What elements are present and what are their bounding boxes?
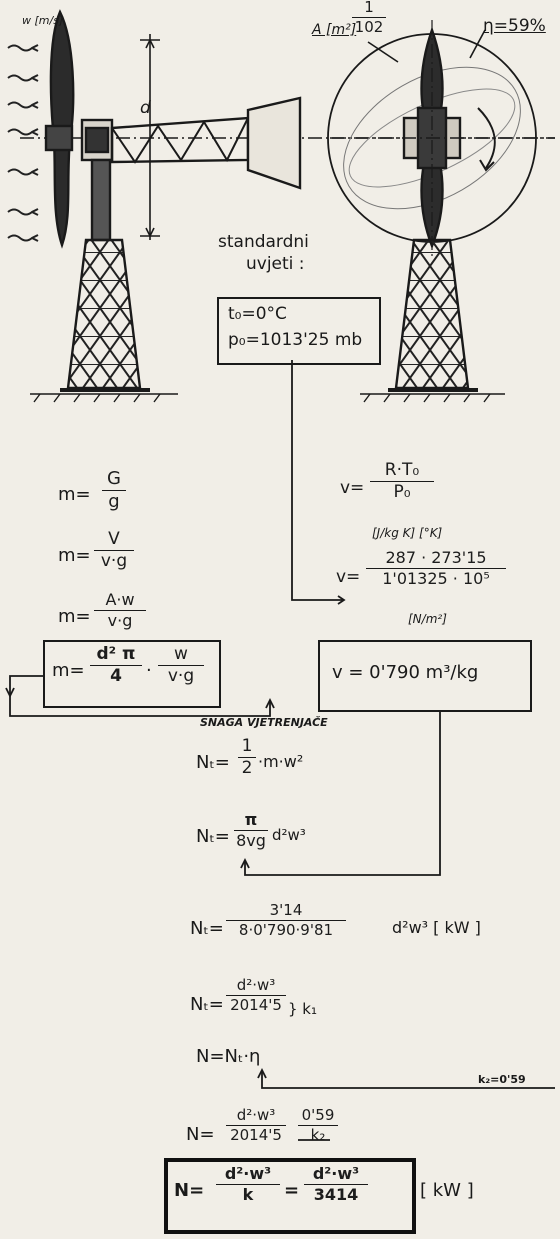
final-formula-box xyxy=(164,1158,416,1234)
standard-pressure: p₀=1013'25 mb xyxy=(228,330,363,350)
diameter-label: d xyxy=(140,98,151,118)
power-formula-4-fraction: d²·w³ 2014'5 xyxy=(226,978,286,1013)
power-formula-3-num2: 1 xyxy=(364,0,374,16)
power-formula-1-lhs: Nₜ= xyxy=(196,752,230,773)
windmill-side-view xyxy=(20,9,555,403)
final-formula-num2: d²·w³ xyxy=(312,1164,360,1183)
final-formula-den2: 3414 xyxy=(313,1185,359,1204)
power-formula-4-den: 2014'5 xyxy=(230,996,282,1014)
volume-formula-2-lhs: v= xyxy=(336,567,361,587)
power-formula-1-den: 2 xyxy=(241,758,253,778)
power-formula-4-rhs: } k₁ xyxy=(288,1000,318,1018)
final-formula-fraction-1: d²·w³ k xyxy=(216,1166,280,1203)
volume-units-bottom: [N/m²] xyxy=(408,612,447,626)
flow-lines xyxy=(5,360,555,1141)
power-formula-6-num2: 0'59 xyxy=(301,1106,335,1124)
power-formula-6-den1: 2014'5 xyxy=(230,1126,282,1144)
mass-formula-1-lhs: m= xyxy=(58,484,91,505)
standard-temperature: t₀=0°C xyxy=(228,304,287,324)
mass-formula-3-den: v·g xyxy=(107,611,133,630)
power-formula-3-den1: 8·0'790·9'81 xyxy=(238,921,334,939)
volume-result-box xyxy=(318,640,532,712)
final-formula-lhs: N= xyxy=(174,1180,205,1201)
final-formula-equals: = xyxy=(284,1180,300,1201)
mass-formula-1-num: G xyxy=(107,468,121,489)
power-formula-2-fraction: π 8vg xyxy=(234,812,268,849)
mass-formula-4-den1: 4 xyxy=(110,666,122,686)
standard-conditions-box xyxy=(217,297,381,365)
mass-formula-box xyxy=(43,640,221,708)
power-formula-6-fraction-2: 0'59 k₂ xyxy=(298,1108,338,1143)
power-formula-2-num: π xyxy=(244,810,258,829)
mass-formula-3-num: A·w xyxy=(105,590,135,609)
volume-result: v = 0'790 m³/kg xyxy=(332,662,479,683)
volume-formula-2-den: 1'01325 · 10⁵ xyxy=(382,569,490,588)
volume-formula-1-den: P₀ xyxy=(393,482,411,502)
area-label: A [m²] xyxy=(312,22,357,38)
power-formula-6-den2: k₂ xyxy=(310,1126,326,1144)
mass-formula-4-num1: d² π xyxy=(96,644,136,664)
mass-formula-4-lhs: m= xyxy=(52,660,85,681)
volume-formula-1-lhs: v= xyxy=(340,478,365,498)
standard-conditions-line2: uvjeti : xyxy=(246,254,305,274)
final-formula-den1: k xyxy=(242,1185,254,1204)
power-formula-2-rhs: d²w³ xyxy=(272,826,306,844)
mass-formula-2-den: v·g xyxy=(100,551,128,571)
final-formula-num1: d²·w³ xyxy=(224,1164,272,1183)
power-formula-4-lhs: Nₜ= xyxy=(190,994,224,1015)
volume-formula-2-fraction: 287 · 273'15 1'01325 · 10⁵ xyxy=(366,550,506,587)
power-formula-6-fraction-1: d²·w³ 2014'5 xyxy=(226,1108,286,1143)
power-formula-2-lhs: Nₜ= xyxy=(196,826,230,847)
power-formula-3-den2: 102 xyxy=(354,18,384,36)
power-formula-5: N=Nₜ·η xyxy=(196,1046,261,1067)
mass-formula-2-num: V xyxy=(108,529,120,549)
volume-formula-1-num: R·T₀ xyxy=(384,460,420,480)
power-formula-1-num: 1 xyxy=(241,736,253,756)
power-heading: SNAGA VJETRENJAČE xyxy=(200,716,328,729)
power-formula-2-den: 8vg xyxy=(236,831,266,850)
efficiency-label: η=59% xyxy=(483,16,546,36)
power-formula-1-rhs: ·m·w² xyxy=(258,752,304,771)
mass-formula-4-dot: · xyxy=(146,660,152,681)
power-formula-3-num1: 3'14 xyxy=(269,901,303,919)
final-formula-fraction-2: d²·w³ 3414 xyxy=(304,1166,368,1203)
power-formula-4-num: d²·w³ xyxy=(236,976,276,994)
mass-formula-4-den2: v·g xyxy=(167,666,195,686)
volume-units-top: [J/kg K] [°K] xyxy=(372,526,443,540)
wind-arrows xyxy=(7,44,39,242)
power-formula-3-lhs: Nₜ= xyxy=(190,918,224,939)
mass-formula-2-lhs: m= xyxy=(58,545,91,566)
power-formula-6-lhs: N= xyxy=(186,1124,215,1145)
mass-formula-3-fraction: A·w v·g xyxy=(94,592,146,629)
power-formula-6-num1: d²·w³ xyxy=(236,1106,276,1124)
wind-speed-label: w [m/s] xyxy=(22,14,64,27)
volume-formula-2-num: 287 · 273'15 xyxy=(385,548,487,567)
power-formula-3-fraction-1: 3'14 8·0'790·9'81 xyxy=(226,903,346,938)
k2-label: k₂=0'59 xyxy=(478,1073,526,1086)
mass-formula-1-den: g xyxy=(108,491,120,512)
windmill-front-view xyxy=(327,20,555,403)
mass-formula-4-num2: w xyxy=(174,644,188,664)
mass-formula-3-lhs: m= xyxy=(58,606,91,627)
final-formula-unit: [ kW ] xyxy=(420,1180,474,1201)
standard-conditions-line1: standardni xyxy=(218,232,309,252)
power-formula-3-rhs: d²w³ [ kW ] xyxy=(392,918,481,937)
